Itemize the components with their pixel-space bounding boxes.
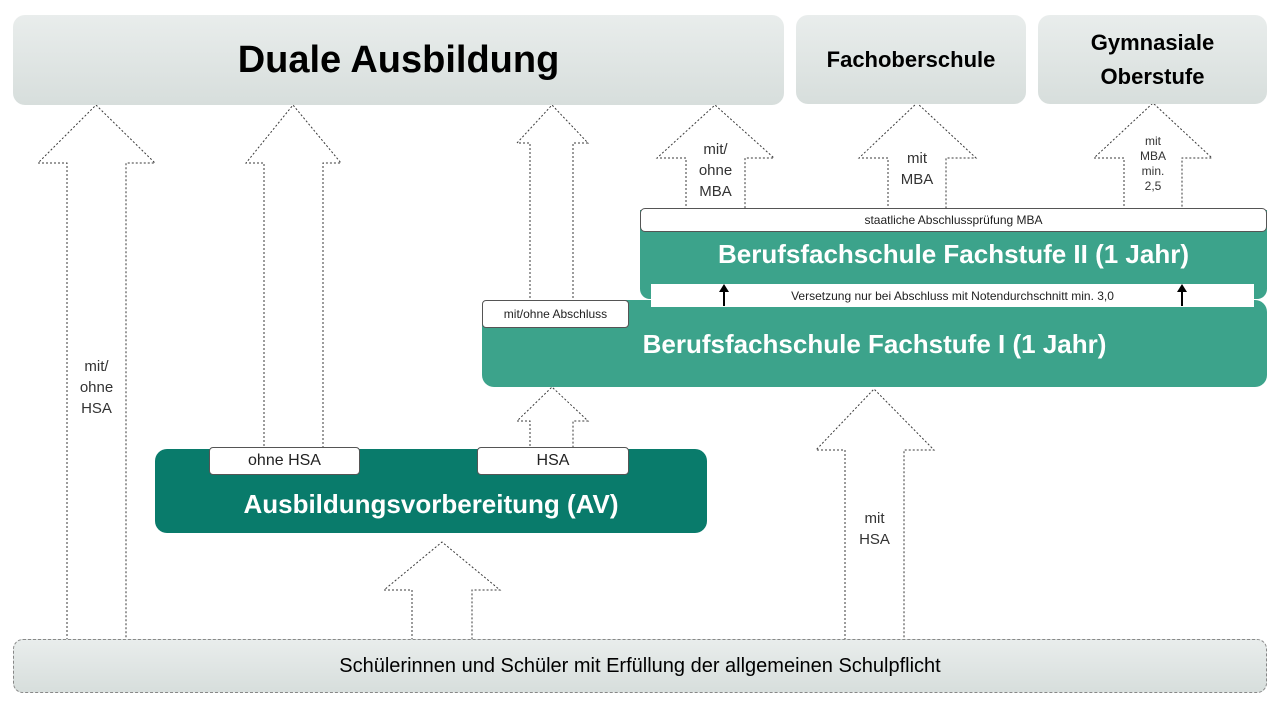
arrow-av-to-duale — [244, 104, 343, 451]
versetzung-strip: Versetzung nur bei Abschluss mit Notendu… — [651, 284, 1254, 307]
schulpflicht-label: Schülerinnen und Schüler mit Erfüllung d… — [339, 654, 941, 677]
gymnasiale-oberstufe-box: Gymnasiale Oberstufe — [1038, 15, 1267, 104]
up-arrow-icon — [1177, 284, 1187, 306]
fachoberschule-label: Fachoberschule — [826, 46, 996, 72]
mit-ohne-abschluss-label: mit/ohne Abschluss — [503, 307, 608, 321]
up-arrow-icon — [719, 284, 729, 306]
oberstufe-label: Oberstufe — [1100, 63, 1205, 89]
arrow-base-to-av — [382, 541, 502, 641]
arrow-bfs2-to-fos — [857, 102, 978, 211]
duale-ausbildung-label: Duale Ausbildung — [237, 38, 560, 81]
gymnasiale-label: Gymnasiale — [1090, 29, 1215, 55]
ohne-hsa-tag: ohne HSA — [209, 447, 360, 475]
arrow-label-base-bfs1: mit HSA — [859, 510, 890, 548]
abschlusspruefung-tag: staatliche Abschlussprüfung MBA — [640, 208, 1267, 232]
fachoberschule-box: Fachoberschule — [796, 15, 1026, 104]
ohne-hsa-label: ohne HSA — [248, 452, 321, 469]
berufsfachschule-fachstufe-2-label: Berufsfachschule Fachstufe II (1 Jahr) — [717, 239, 1190, 269]
versetzung-label: Versetzung nur bei Abschluss mit Notendu… — [791, 288, 1114, 303]
arrow-label-left: mit/ ohne HSA — [79, 358, 114, 417]
arrow-label-fos: mit MBA — [900, 150, 934, 188]
hsa-tag: HSA — [477, 447, 629, 475]
arrow-av-to-bfs1 — [515, 386, 590, 451]
arrow-label-bfs2-duale: mit/ ohne MBA — [698, 141, 733, 200]
berufsfachschule-fachstufe-1-label: Berufsfachschule Fachstufe I (1 Jahr) — [642, 329, 1107, 359]
arrow-base-to-bfs1 — [814, 388, 936, 641]
arrow-base-to-duale — [36, 104, 157, 641]
hsa-label: HSA — [536, 452, 570, 469]
abschlusspruefung-label: staatliche Abschlussprüfung MBA — [864, 213, 1043, 227]
mit-ohne-abschluss-tag: mit/ohne Abschluss — [482, 300, 629, 328]
arrow-bfs1-to-duale — [515, 104, 590, 303]
schulpflicht-box: Schülerinnen und Schüler mit Erfüllung d… — [13, 639, 1267, 693]
ausbildungsvorbereitung-label: Ausbildungsvorbereitung (AV) — [243, 489, 619, 519]
duale-ausbildung-box: Duale Ausbildung — [13, 15, 784, 105]
arrow-bfs2-to-gym — [1092, 102, 1214, 211]
arrow-label-gym: mit MBA min. 2,5 — [1139, 134, 1166, 193]
arrow-bfs2-to-duale — [655, 104, 776, 211]
